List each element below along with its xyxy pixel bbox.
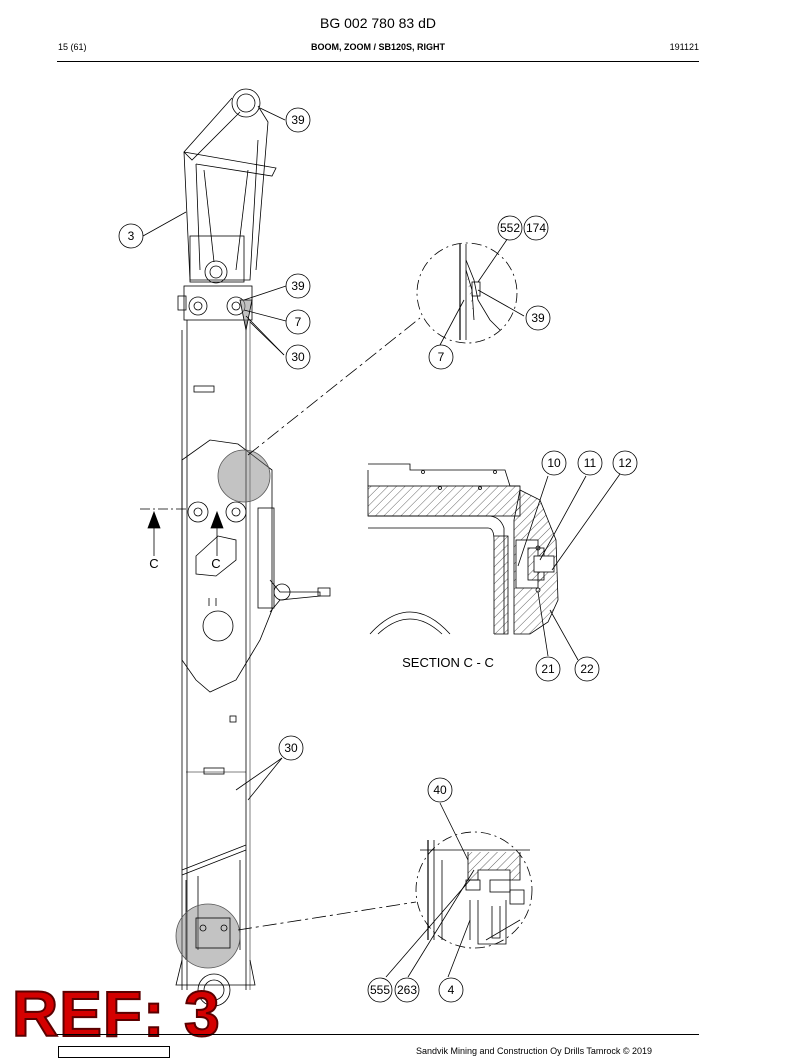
document-number: BG 002 780 83 dD <box>320 15 436 31</box>
section-marker-left-label: C <box>149 556 158 571</box>
callout-4: 4 <box>448 983 455 997</box>
boom-body <box>175 88 331 1007</box>
revision-date: 191121 <box>669 42 699 52</box>
section-marker-left <box>140 508 186 556</box>
callouts: 39 3 552 174 39 7 39 30 7 10 11 12 21 22… <box>118 107 638 1003</box>
callout-39: 39 <box>291 113 305 127</box>
callout-263: 263 <box>397 983 417 997</box>
callout-7: 7 <box>295 315 302 329</box>
footer-copyright: Sandvik Mining and Construction Oy Drill… <box>416 1046 653 1056</box>
ref-stamp: REF: 3 <box>11 978 221 1050</box>
callout-7: 7 <box>438 350 445 364</box>
brand-logo <box>58 1046 170 1058</box>
callout-11: 11 <box>584 456 597 470</box>
header-rule <box>57 61 699 62</box>
leader-lines <box>142 107 621 978</box>
page-title: BOOM, ZOOM / SB120S, RIGHT <box>310 42 445 52</box>
section-marker-right-label: C <box>211 556 220 571</box>
callout-30: 30 <box>284 741 298 755</box>
callout-30: 30 <box>291 350 305 364</box>
callout-22: 22 <box>580 662 594 676</box>
callout-174: 174 <box>526 221 546 235</box>
detail-leader-lower <box>237 901 417 931</box>
section-marker-right <box>210 510 224 556</box>
callout-12: 12 <box>618 456 632 470</box>
callout-552: 552 <box>500 221 520 235</box>
detail-view-lower <box>415 831 533 949</box>
callout-3: 3 <box>128 229 135 243</box>
callout-39: 39 <box>531 311 545 325</box>
detail-view-upper <box>416 242 518 344</box>
section-cc-view <box>367 463 559 635</box>
callout-10: 10 <box>547 456 561 470</box>
section-label: SECTION C - C <box>402 655 494 670</box>
callout-40: 40 <box>433 783 447 797</box>
page-number: 15 (61) <box>58 42 87 52</box>
callout-39: 39 <box>291 279 305 293</box>
detail-leader-upper <box>247 317 421 456</box>
footer-rule <box>57 1034 699 1035</box>
callout-21: 21 <box>541 662 555 676</box>
callout-555: 555 <box>370 983 390 997</box>
